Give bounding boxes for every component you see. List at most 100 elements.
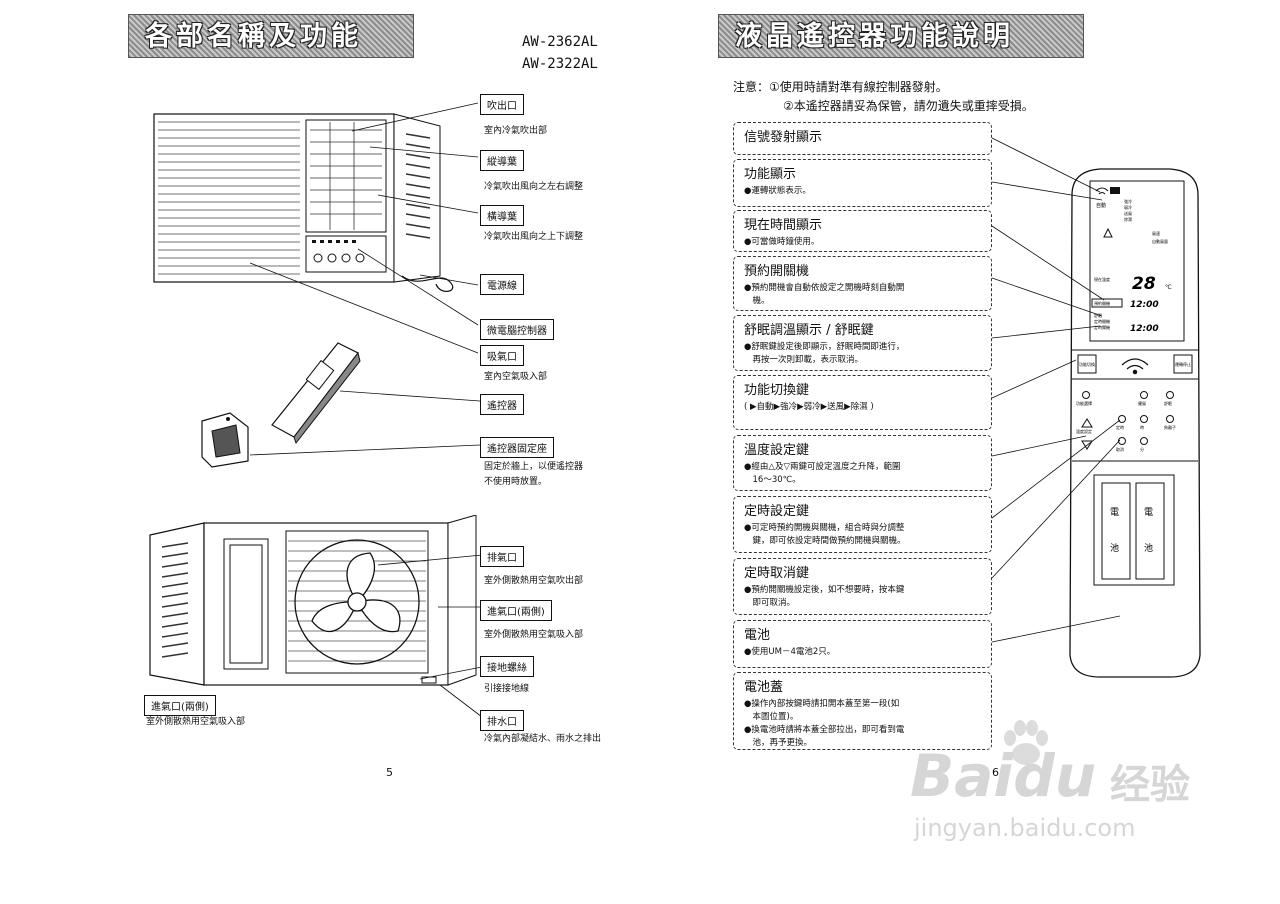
watermark-url: jingyan.baidu.com <box>914 814 1136 842</box>
label-side-intake: 進氣口(兩側) <box>480 600 552 621</box>
remote-lcd <box>1089 180 1185 342</box>
right-page-title: 液晶遙控器功能說明 <box>718 14 1084 58</box>
button-label: 取消 <box>1116 446 1124 452</box>
lcd-word: 定時關機 <box>1094 324 1110 330</box>
temp-up-button[interactable] <box>1081 418 1093 428</box>
front-unit-diagram <box>153 113 454 292</box>
desc-horizontal-louver: 冷氣吹出風向之上下調整 <box>484 232 584 242</box>
label-remote-control: 遙控器 <box>480 394 524 415</box>
battery-char: 電 <box>1144 507 1153 518</box>
remote-illustration <box>271 342 361 445</box>
lcd-word: 除濕 <box>1124 216 1132 222</box>
lcd-word: 定時開機 <box>1094 318 1110 324</box>
grid-button[interactable] <box>1140 437 1148 445</box>
feature-title: 定時設定鍵 <box>744 504 810 519</box>
feature-body: ●可定時預約開機與關機，組合時與分調整 鍵，即可依設定時間做預約開機與關機。 <box>744 523 906 546</box>
desc-ground-screw: 引接接地線 <box>484 684 530 694</box>
label-ground-screw: 接地螺絲 <box>480 656 534 677</box>
paw-icon <box>1004 720 1048 765</box>
baidu-watermark: Baidu 经验 jingyan.baidu.com <box>910 720 1210 850</box>
desc-side-intake-left: 室外側散熱用空氣吸入部 <box>146 717 246 727</box>
feature-sleep: 舒眠調溫顯示 / 舒眠鍵 ●舒眠鍵設定後即顯示，舒眠時間即進行， 再按一次則卸載… <box>733 315 992 371</box>
label-micro-controller: 微電腦控制器 <box>480 319 554 340</box>
model-2: AW-2322AL <box>522 56 598 72</box>
desc-exhaust-outlet: 室外側散熱用空氣吹出部 <box>484 576 584 586</box>
label-vertical-louver: 縱導葉 <box>480 150 524 171</box>
lcd-time-2: 12:00 <box>1130 324 1159 334</box>
power-cord <box>401 275 454 292</box>
button-label: 溫度設定 <box>1076 428 1092 434</box>
desc-air-outlet: 室內冷氣吹出部 <box>484 126 548 136</box>
lcd-word: 自動風量 <box>1152 238 1168 244</box>
note-1: 注意：①使用時請對準有線控制器發射。 <box>733 80 948 94</box>
feature-title: 功能切換鍵 <box>744 383 810 398</box>
battery-char: 池 <box>1144 542 1153 554</box>
feature-signal-display: 信號發射顯示 <box>733 122 992 155</box>
feature-title: 定時取消鍵 <box>744 566 810 581</box>
temp-down-button[interactable] <box>1081 440 1093 450</box>
label-air-intake: 吸氣口 <box>480 345 524 366</box>
transmit-icon <box>1121 358 1149 375</box>
feature-battery-cover: 電池蓋 ●操作內部按鍵時請扣開本蓋至第一段(如 本圖位置)。 ●換電池時請將本蓋… <box>733 672 992 750</box>
lcd-temp-unit: ℃ <box>1165 284 1172 291</box>
feature-body: ●經由△及▽兩鍵可設定溫度之升降，範圍 16～30℃。 <box>744 462 901 485</box>
feature-battery: 電池 ●使用UM－4電池2只。 <box>733 620 992 668</box>
lcd-word: 強冷 <box>1124 198 1132 204</box>
function-switch-button[interactable] <box>1077 354 1097 374</box>
feature-title: 舒眠調溫顯示 / 舒眠鍵 <box>744 323 874 338</box>
button-label: 功能選擇 <box>1076 400 1092 406</box>
start-stop-label: 運轉停止 <box>1175 361 1191 367</box>
page-number-left: 5 <box>386 766 393 779</box>
label-air-outlet: 吹出口 <box>480 94 524 115</box>
button-label: 時 <box>1140 424 1144 430</box>
feature-temp-set: 溫度設定鍵 ●經由△及▽兩鍵可設定溫度之升降，範圍 16～30℃。 <box>733 435 992 491</box>
feature-body: ●使用UM－4電池2只。 <box>744 647 836 657</box>
feature-timer-cancel: 定時取消鍵 ●預約開關機設定後，如不想要時，按本鍵 即可取消。 <box>733 558 992 615</box>
button-label: 擺風 <box>1138 400 1146 406</box>
feature-clock-display: 現在時間顯示 ●可當做時鐘使用。 <box>733 210 992 252</box>
label-horizontal-louver: 橫導葉 <box>480 205 524 226</box>
battery-1 <box>1101 482 1131 580</box>
grid-button[interactable] <box>1140 415 1148 423</box>
lcd-word: 自動 <box>1096 202 1106 209</box>
lcd-word: 預約開機 <box>1094 300 1110 306</box>
button-label: 分 <box>1140 446 1144 452</box>
feature-title: 溫度設定鍵 <box>744 443 810 458</box>
feature-function-switch: 功能切換鍵 ( ▶自動▶強冷▶弱冷▶送風▶除濕 ) <box>733 375 992 430</box>
feature-body: ●操作內部按鍵時請扣開本蓋至第一段(如 本圖位置)。 ●換電池時請將本蓋全部拉出… <box>744 699 905 748</box>
grid-button[interactable] <box>1166 391 1174 399</box>
desc-drain: 冷氣內部凝結水、雨水之排出 <box>484 734 602 744</box>
watermark-brand: Baidu <box>910 742 1096 810</box>
lcd-time: 12:00 <box>1130 300 1159 310</box>
lcd-word: 送風 <box>1124 210 1132 216</box>
feature-timer-set: 定時設定鍵 ●可定時預約開機與關機，組合時與分調整 鍵，即可依設定時間做預約開機… <box>733 496 992 553</box>
feature-title: 功能顯示 <box>744 167 797 182</box>
watermark-brand-2: du <box>1013 742 1097 810</box>
rear-unit-diagram <box>149 515 477 686</box>
feature-title: 現在時間顯示 <box>744 218 823 233</box>
function-switch-label: 功能切換 <box>1079 361 1095 367</box>
grid-button[interactable] <box>1140 391 1148 399</box>
grid-button[interactable] <box>1118 437 1126 445</box>
grid-button[interactable] <box>1118 415 1126 423</box>
feature-body: ●可當做時鐘使用。 <box>744 237 820 247</box>
feature-timer-onoff: 預約開關機 ●預約開機會自動依設定之開機時刻自動開 機。 <box>733 256 992 311</box>
lcd-word: 現在溫度 <box>1094 276 1110 282</box>
label-exhaust-outlet: 排氣口 <box>480 546 524 567</box>
feature-function-display: 功能顯示 ●運轉狀態表示。 <box>733 159 992 207</box>
lcd-temp: 28 <box>1132 274 1156 294</box>
grid-button[interactable] <box>1166 415 1174 423</box>
button-label: 舒眠 <box>1164 400 1172 406</box>
desc-remote-holder: 固定於牆上，以便遙控器 不使用時放置。 <box>484 462 584 487</box>
holder-illustration <box>201 412 249 468</box>
feature-title: 預約開關機 <box>744 264 810 279</box>
desc-air-intake: 室內空氣吸入部 <box>484 372 548 382</box>
start-stop-button[interactable] <box>1173 354 1193 374</box>
fan-blades <box>311 552 401 633</box>
button-label: 定時 <box>1116 424 1124 430</box>
grid-button[interactable] <box>1082 391 1090 399</box>
battery-char: 電 <box>1110 507 1119 518</box>
desc-vertical-louver: 冷氣吹出風向之左右調整 <box>484 182 584 192</box>
label-remote-holder: 遙控器固定座 <box>480 437 554 458</box>
model-1: AW-2362AL <box>522 34 598 50</box>
